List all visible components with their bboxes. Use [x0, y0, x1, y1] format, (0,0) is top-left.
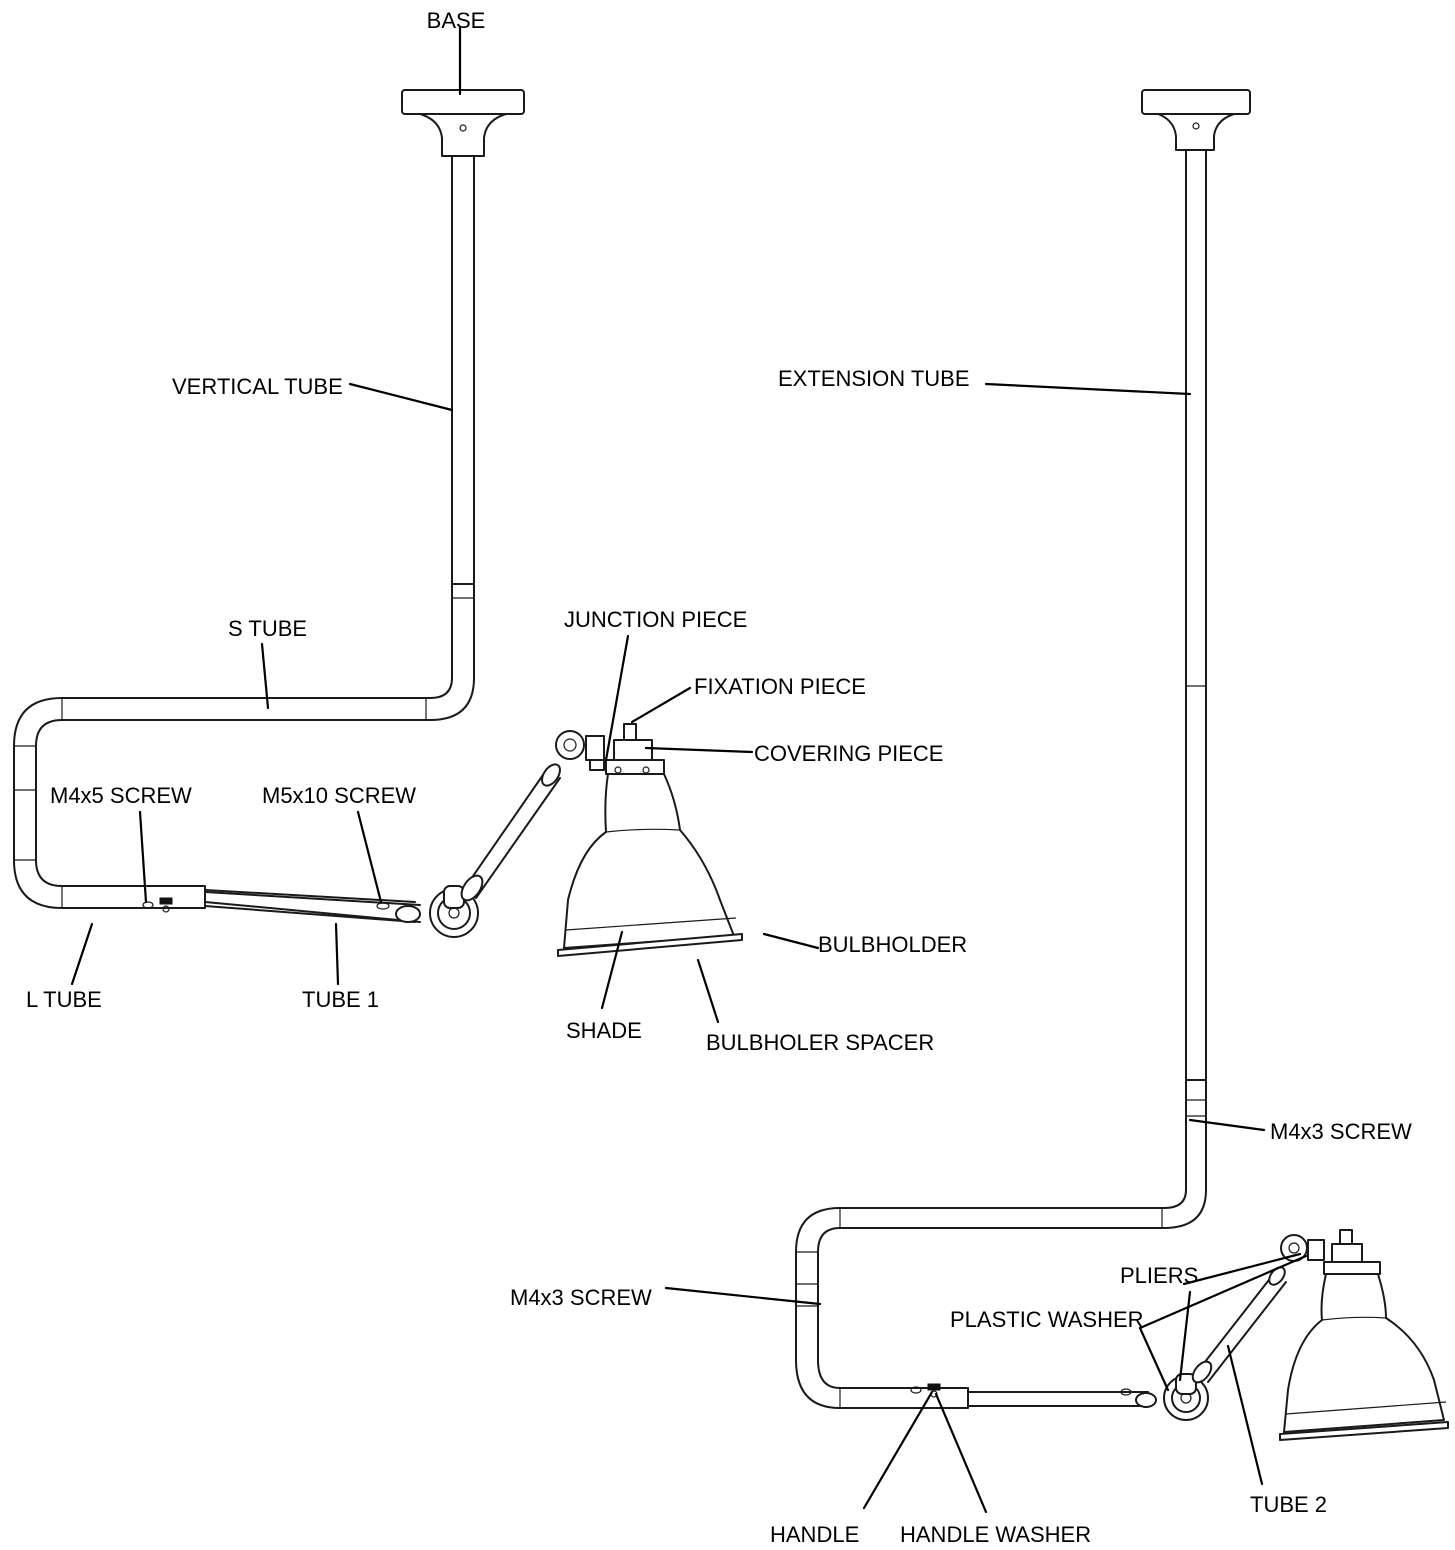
- leader-bulbholder-spacer: [696, 958, 720, 1024]
- leader-m5x10-screw: [356, 810, 383, 904]
- right-shade-shape: [1283, 1273, 1445, 1433]
- leader-fixation-piece: [630, 686, 692, 724]
- leader-handle-washer: [934, 1392, 988, 1514]
- label-pliers: PLIERS: [1120, 1263, 1198, 1288]
- label-tube-2: TUBE 2: [1250, 1492, 1327, 1517]
- leader-tube-2: [1226, 1344, 1264, 1486]
- left-lamp-drawing: [13, 89, 743, 957]
- leader-junction-piece: [604, 634, 630, 762]
- leader-covering-piece: [644, 746, 754, 754]
- leader-m4x3-screw-upper: [1188, 1118, 1266, 1132]
- label-covering-piece: COVERING PIECE: [754, 741, 943, 766]
- left-handle-knob: [159, 897, 173, 905]
- part-labels: BASE VERTICAL TUBE S TUBE JUNCTION PIECE…: [26, 8, 1412, 1547]
- left-l-tube-shape: [61, 885, 206, 909]
- right-extension-tube-shape: [1185, 149, 1207, 1081]
- left-bulbholder-spacer-shape: [557, 933, 743, 957]
- leader-plastic-washer-b: [1138, 1326, 1170, 1392]
- leader-s-tube: [260, 642, 270, 710]
- left-vertical-tube-shape: [451, 155, 475, 585]
- left-s-tube-shape: [13, 583, 453, 909]
- left-base-neck: [419, 113, 507, 157]
- leader-pliers-b: [1178, 1290, 1192, 1382]
- label-m5x10-screw: M5x10 SCREW: [262, 783, 416, 808]
- label-fixation-piece: FIXATION PIECE: [694, 674, 866, 699]
- left-base-plate: [401, 89, 525, 115]
- left-shade-shape: [563, 773, 735, 949]
- leader-m4x3-screw-lower: [664, 1286, 822, 1306]
- label-tube-1: TUBE 1: [302, 987, 379, 1012]
- leader-tube-1: [334, 922, 340, 986]
- leader-m4x5-screw: [138, 810, 148, 904]
- left-base-hole: [459, 124, 467, 132]
- leader-vertical-tube: [348, 382, 454, 412]
- leader-plastic-washer-a: [1138, 1254, 1308, 1330]
- leader-l-tube: [70, 922, 94, 986]
- label-s-tube: S TUBE: [228, 616, 307, 641]
- label-l-tube: L TUBE: [26, 987, 102, 1012]
- label-junction-piece: JUNCTION PIECE: [564, 607, 747, 632]
- leader-shade: [600, 930, 624, 1010]
- label-m4x3-screw-upper: M4x3 SCREW: [1270, 1119, 1412, 1144]
- left-covering-piece-shape: [613, 739, 653, 761]
- leader-handle: [862, 1390, 934, 1510]
- left-fixation-piece-shape: [623, 723, 637, 741]
- label-shade: SHADE: [566, 1018, 642, 1043]
- label-bulbholder: BULBHOLDER: [818, 932, 967, 957]
- label-m4x3-screw-lower: M4x3 SCREW: [510, 1285, 652, 1310]
- label-plastic-washer: PLASTIC WASHER: [950, 1307, 1144, 1332]
- label-handle: HANDLE: [770, 1522, 859, 1547]
- right-lamp-drawing: [795, 89, 1449, 1441]
- label-handle-washer: HANDLE WASHER: [900, 1522, 1091, 1547]
- right-base-plate: [1141, 89, 1251, 115]
- leader-bulbholder: [762, 932, 820, 950]
- leader-extension-tube: [984, 382, 1192, 396]
- label-base: BASE: [427, 8, 486, 33]
- label-vertical-tube: VERTICAL TUBE: [172, 374, 343, 399]
- label-bulbholder-spacer: BULBHOLER SPACER: [706, 1030, 934, 1055]
- leader-pliers-a: [1182, 1252, 1302, 1286]
- label-extension-tube: EXTENSION TUBE: [778, 366, 970, 391]
- label-m4x5-screw: M4x5 SCREW: [50, 783, 192, 808]
- leader-lines: [70, 26, 1308, 1514]
